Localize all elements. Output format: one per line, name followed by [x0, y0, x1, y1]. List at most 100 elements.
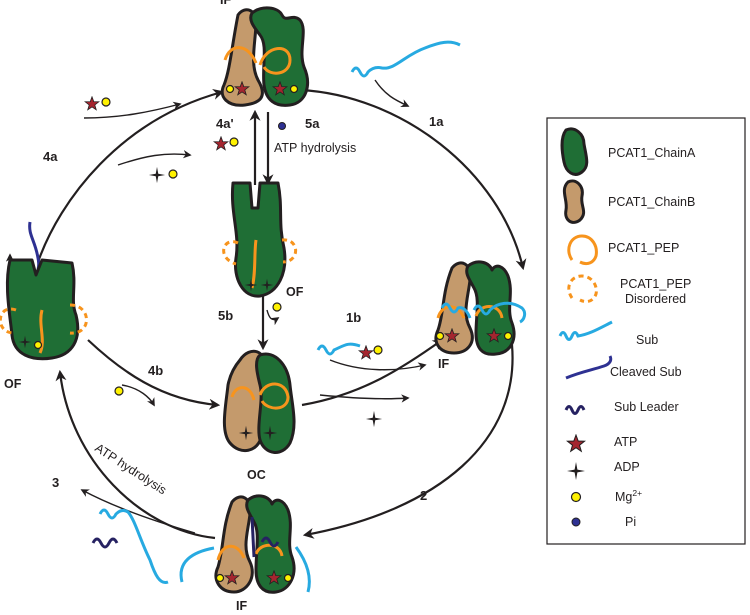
arrow-1a — [299, 88, 527, 271]
legend-item-pep-disordered: PCAT1_PEP Disordered — [567, 274, 691, 306]
mg-icon — [168, 169, 178, 179]
pep-loop — [250, 239, 258, 289]
substrate-icon — [350, 40, 461, 78]
legend-superscript: 2+ — [632, 488, 642, 498]
mg-icon — [215, 573, 225, 583]
chain-a — [5, 258, 80, 361]
step-4a: 4a — [43, 149, 58, 164]
arrow-1b — [301, 338, 444, 407]
pep-loop — [216, 543, 284, 561]
legend-label: Mg2+ — [615, 488, 642, 504]
legend-label: ADP — [614, 460, 640, 474]
legend-label: Cleaved Sub — [610, 365, 682, 379]
arrow-1b-in — [329, 359, 427, 371]
substrate-bound — [179, 546, 215, 583]
step-4a-prime: 4a' — [216, 116, 234, 131]
legend-item-chain-b: PCAT1_ChainB — [562, 179, 695, 224]
arrow-4a-adp-out — [117, 150, 192, 166]
step-1a: 1a — [429, 114, 444, 129]
atp-icon — [84, 96, 100, 111]
legend: PCAT1_ChainA PCAT1_ChainB PCAT1_PEP PCAT… — [546, 117, 746, 545]
arrow-3-sub-out — [80, 489, 196, 534]
pep-disordered-icon — [567, 274, 598, 304]
chain-a — [249, 6, 309, 107]
arrow-4b-mg-out — [121, 384, 155, 407]
arrow-3 — [55, 369, 216, 540]
atp-hydrolysis-top: ATP hydrolysis — [274, 141, 356, 155]
cleaved-sub-icon — [565, 355, 613, 380]
pep-loop — [223, 46, 292, 75]
sub-leader-icon — [91, 537, 119, 549]
mg-icon — [114, 386, 124, 396]
mg-icon — [33, 340, 43, 350]
sub-leader-bound — [250, 516, 280, 558]
adp-icon — [148, 166, 166, 184]
step-1b: 1b — [346, 310, 361, 325]
substrate-bound — [294, 546, 311, 593]
state-label-if-top: IF — [220, 0, 231, 7]
step-3: 3 — [52, 475, 59, 490]
atp-hydrolysis-left: ATP hydrolysis — [92, 441, 169, 498]
mg-icon — [570, 491, 582, 503]
arrow-1a-sub-in — [374, 79, 410, 107]
chain-a-icon — [560, 127, 589, 176]
mg-icon — [435, 331, 445, 341]
mg-icon — [289, 84, 299, 94]
state-label-of-center: OF — [286, 285, 304, 299]
pep-icon — [567, 234, 598, 266]
legend-item-pep: PCAT1_PEP — [567, 234, 679, 266]
mg-icon — [283, 573, 293, 583]
sub-icon — [558, 320, 613, 341]
substrate-icon — [316, 342, 361, 356]
pep-disordered — [222, 240, 239, 266]
legend-label: PCAT1_PEP — [620, 277, 691, 291]
legend-label: PCAT1_ChainB — [608, 195, 695, 209]
chain-b-icon — [562, 179, 586, 224]
arrow-2 — [302, 344, 514, 539]
legend-label: Disordered — [625, 292, 686, 306]
legend-item-chain-a: PCAT1_ChainA — [560, 127, 696, 176]
substrate-bound — [440, 302, 472, 319]
legend-item-sub: Sub — [558, 320, 658, 347]
legend-label: Sub — [636, 333, 658, 347]
chain-a — [255, 352, 296, 454]
arrow-5b-mg-out — [266, 309, 280, 326]
pep-loop — [38, 309, 44, 354]
pep-loop — [230, 382, 290, 410]
legend-item-pi: Pi — [571, 515, 636, 529]
step-5a: 5a — [305, 116, 320, 131]
state-label-if-right: IF — [438, 357, 449, 371]
mg-icon — [373, 345, 383, 355]
step-4b: 4b — [148, 363, 163, 378]
arrow-4a — [36, 89, 225, 263]
state-label-of-left: OF — [4, 377, 22, 391]
mg-icon — [225, 84, 235, 94]
legend-item-cleaved-sub: Cleaved Sub — [565, 355, 682, 380]
legend-item-atp: ATP — [566, 434, 637, 452]
adp-icon — [365, 410, 383, 428]
legend-label: Sub Leader — [614, 400, 679, 414]
step-5b: 5b — [218, 308, 233, 323]
state-oc: OC — [222, 349, 296, 482]
legend-item-adp: ADP — [567, 460, 640, 480]
legend-label: PCAT1_ChainA — [608, 146, 696, 160]
state-of-center: OF — [222, 181, 304, 299]
legend-label: ATP — [614, 435, 637, 449]
cycle-arrows — [5, 79, 527, 540]
state-if-bottom: IF — [179, 494, 311, 613]
pep-disordered — [281, 238, 298, 264]
mg-icon — [503, 331, 513, 341]
atp-icon — [358, 345, 374, 360]
legend-label: Pi — [625, 515, 636, 529]
substrate-bound — [472, 301, 527, 324]
state-of-left: OF — [0, 258, 88, 391]
mg-icon — [272, 302, 282, 312]
legend-label: PCAT1_PEP — [608, 241, 679, 255]
arrow-4b — [87, 339, 221, 410]
state-if-top: IF — [220, 0, 309, 107]
substrate-icon — [98, 508, 169, 585]
pi-icon — [278, 122, 286, 130]
mg-icon — [229, 137, 239, 147]
state-label-oc: OC — [247, 468, 266, 482]
